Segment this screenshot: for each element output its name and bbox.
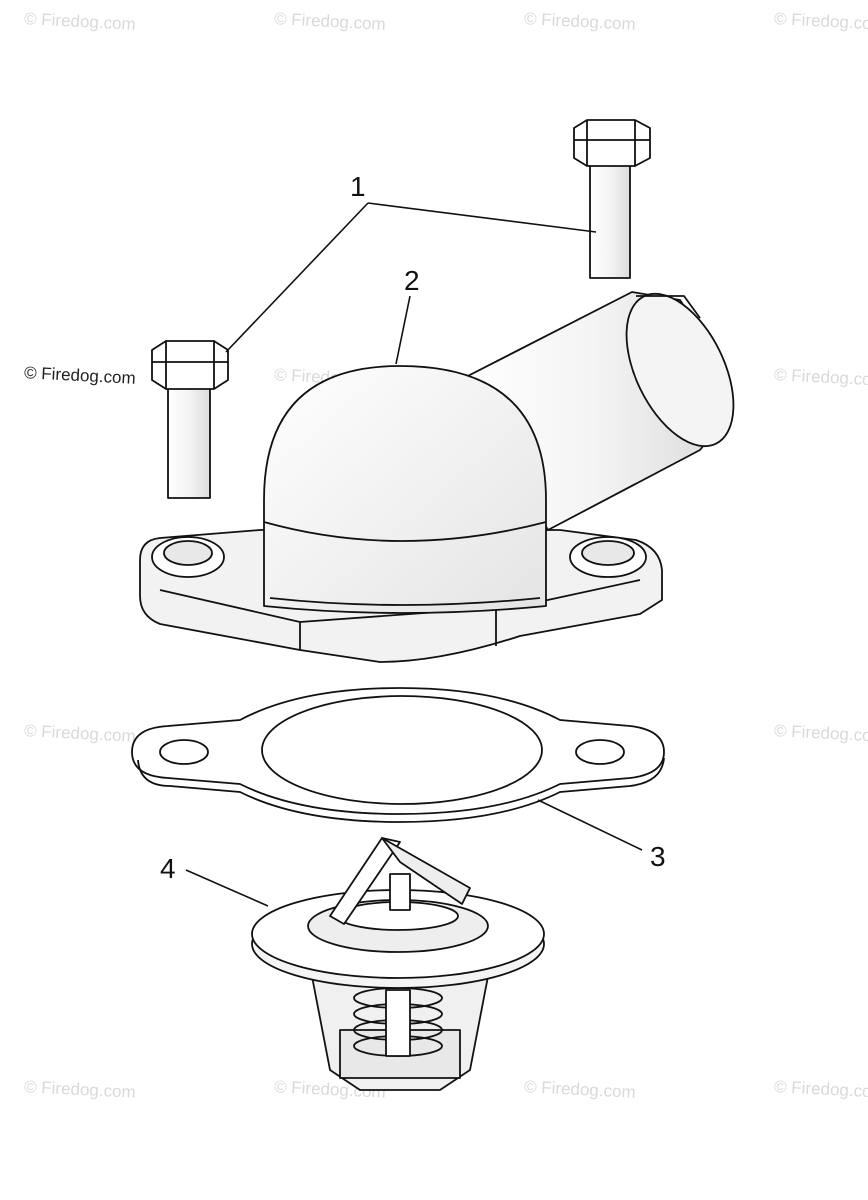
pipe-bead (636, 295, 701, 319)
bolt-head (151, 340, 229, 390)
bolt-right (573, 119, 651, 279)
leader-line-2 (395, 295, 411, 365)
flange-edge (159, 579, 641, 623)
bolt-shank (589, 161, 631, 279)
leader-line-1 (225, 202, 369, 353)
thermostat (251, 837, 545, 1091)
callout-2: 2 (404, 265, 420, 296)
callout-1: 1 (350, 171, 366, 202)
bolt-shank (167, 379, 211, 499)
dome-base (269, 597, 541, 606)
thermostat-pin (389, 873, 411, 911)
bolt-head (573, 119, 651, 167)
gasket-bolt-hole-right (575, 739, 625, 765)
bolt-left (151, 340, 229, 499)
leader-line-1 (367, 202, 597, 233)
housing-dome (263, 365, 547, 614)
leader-line-4 (185, 869, 269, 907)
thermostat-piston (385, 989, 411, 1057)
bolt-head-facets (574, 120, 650, 166)
thermostat-yoke (381, 837, 471, 905)
bolt-hole (163, 540, 213, 566)
callout-3: 3 (650, 841, 666, 872)
callout-4: 4 (160, 853, 176, 884)
gasket (131, 687, 665, 823)
gasket-thickness (137, 757, 665, 823)
gasket-bolt-hole-left (159, 739, 209, 765)
bolt-head-facets (152, 341, 228, 389)
leader-lines (185, 202, 643, 907)
thermostat-yoke (329, 837, 401, 925)
thermostat-housing (139, 291, 735, 663)
gasket-center-opening (261, 695, 543, 805)
bolt-hole (581, 540, 635, 566)
dome-seam (263, 521, 547, 542)
leader-line-3 (537, 799, 643, 851)
